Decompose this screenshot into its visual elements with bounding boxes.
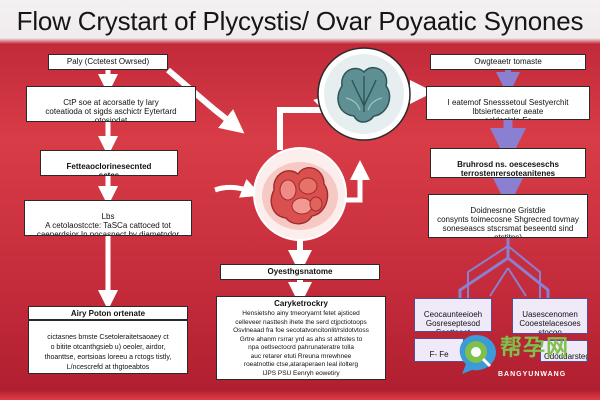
- box-right-1-text: Owgteaetr tomaste: [474, 57, 542, 66]
- box-right-2: I eatemof Snesssetoul Sestyerchit lbtsie…: [426, 86, 590, 120]
- box-right-5: Ceocaunteeioeh Gosreseptesod Seettoeet: [414, 298, 492, 332]
- box-right-3: Bruhrosd ns. oesceseschs terrostenrersot…: [430, 148, 586, 178]
- box-left-5-body-text: cictasnes bmste Csetoleraitetsaoaey ct o…: [44, 334, 172, 371]
- box-right-8: Cdoddarsteg esitinces: [540, 340, 588, 362]
- box-right-2-text: I eatemof Snesssetoul Sestyerchit lbtsie…: [447, 98, 569, 119]
- box-center-2-body: Hensietsho ainy tmeoryarnt fetet ajstice…: [233, 310, 369, 377]
- box-right-1: Owgteaetr tomaste: [430, 54, 586, 70]
- box-right-7: F- Fe cooe: [414, 338, 464, 362]
- box-left-2: CtP soe at acorsatle ty lary coteatioda …: [26, 86, 196, 122]
- box-center-2-title: Caryketrockry: [274, 299, 328, 308]
- box-left-5-body: cictasnes bmste Csetoleraitetsaoaey ct o…: [28, 320, 188, 374]
- box-right-4: Doidnesrnoe Gristdie consynts toimecosne…: [428, 194, 588, 238]
- box-right-3-text: Bruhrosd ns. oesceseschs terrostenrersot…: [457, 160, 559, 178]
- box-left-1-text: Paly (Cctetest Owrsed): [66, 57, 150, 66]
- box-left-4: Lbs A cetolaostccte: TaSCa cattoced tot …: [24, 200, 192, 236]
- box-left-3-text: Fetteaoclorinesecnted setes: [66, 162, 152, 176]
- box-center-2: Caryketrockry Hensietsho ainy tmeoryarnt…: [216, 296, 386, 380]
- ovary-illustration-center: [253, 147, 347, 241]
- branch-lines: [458, 238, 510, 298]
- box-right-6-text: Uasescenomen Cooestelacesoes stocoo seat…: [519, 310, 581, 334]
- box-left-2-text: CtP soe at acorsatle ty lary coteatioda …: [45, 98, 177, 122]
- watermark-text-en: BANGYUNWANG: [498, 371, 567, 378]
- watermark-text-cn: 帮孕网: [500, 336, 570, 361]
- box-center-1: Oyesthgsnatome: [220, 264, 380, 280]
- box-right-8-text: Cdoddarsteg esitinces: [544, 352, 588, 361]
- box-right-7-text: F- Fe cooe: [429, 350, 449, 361]
- box-left-1: Paly (Cctetest Owrsed): [48, 54, 168, 70]
- box-left-5-title-text: Airy Poton ortenate: [70, 309, 146, 318]
- box-left-3: Fetteaoclorinesecnted setes: [40, 150, 178, 176]
- box-center-1-text: Oyesthgsnatome: [267, 267, 333, 276]
- arrow-cell-to-right: [340, 160, 370, 203]
- box-left-5-title: Airy Poton ortenate: [28, 306, 188, 320]
- box-right-6: Uasescenomen Cooestelacesoes stocoo seat…: [512, 298, 588, 334]
- page-title: Flow Crystart of Plycystis/ Ovar Poyaati…: [16, 6, 584, 36]
- arrow-left-to-cell: [166, 67, 245, 134]
- watermark-logo: [459, 334, 496, 374]
- box-right-5-text: Ceocaunteeioeh Gosreseptesod Seettoeet: [423, 310, 483, 331]
- arrow-curve-into-cell: [214, 179, 262, 198]
- box-right-4-text: Doidnesrnoe Gristdie consynts toimecosne…: [437, 206, 579, 238]
- box-left-4-text: Lbs A cetolaostccte: TaSCa cattoced tot …: [36, 212, 180, 236]
- ovary-illustration-top: [317, 47, 411, 141]
